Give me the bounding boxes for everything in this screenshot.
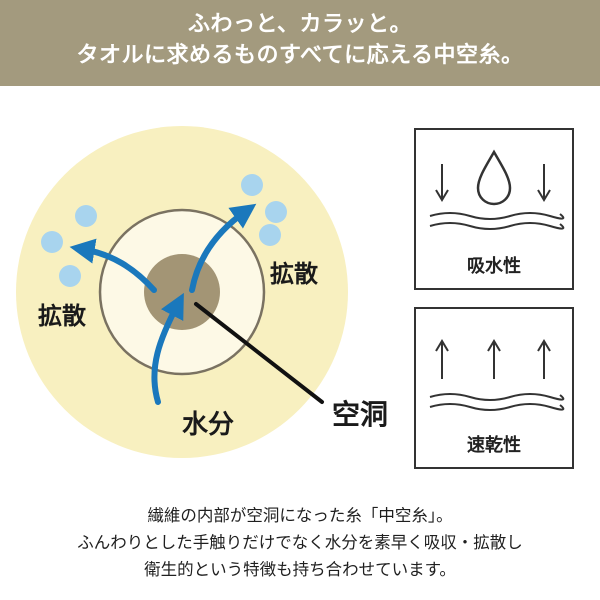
wave-lines-icon (429, 393, 565, 411)
diffusion-label-left: 拡散 (38, 302, 86, 330)
diffuse-left-arrow (69, 238, 157, 293)
water-absorption-box: 吸水性 (414, 128, 574, 290)
hollow-leader-line (194, 302, 324, 404)
water-droplet (59, 265, 81, 287)
header-title-line-1: ふわっと、カラッと。 (187, 12, 413, 37)
water-droplet (75, 205, 97, 227)
description-caption: 繊維の内部が空洞になった糸「中空糸」。 ふんわりとした手触りだけでなく水分を素早… (0, 502, 600, 583)
caption-line-1: 繊維の内部が空洞になった糸「中空糸」。 (147, 506, 453, 525)
header-banner: ふわっと、カラッと。 タオルに求めるものすべてに応える中空糸。 (0, 0, 600, 86)
water-droplet (265, 201, 287, 223)
wave-lines-icon (429, 212, 565, 230)
hollow-label: 空洞 (332, 398, 389, 431)
up-arrow-icon (487, 339, 501, 379)
caption-line-3: 衛生的という特徴も持ち合わせています。 (144, 560, 456, 579)
water-droplet (259, 224, 281, 246)
water-inflow-arrow (151, 292, 184, 405)
water-droplet (241, 174, 263, 196)
up-arrow-icon (435, 339, 449, 379)
caption-line-2: ふんわりとした手触りだけでなく水分を素早く吸収・拡散し (77, 533, 523, 552)
water-drop-icon (476, 149, 512, 206)
header-title-line-2: タオルに求めるものすべてに応える中空糸。 (76, 43, 524, 68)
up-arrow-icon (537, 339, 551, 379)
water-label: 水分 (182, 410, 235, 440)
quick-dry-box: 速乾性 (414, 307, 574, 469)
water-absorption-label: 吸水性 (467, 256, 521, 277)
diffuse-right-arrow (189, 203, 257, 293)
water-droplet (41, 231, 63, 253)
down-arrow-icon (435, 164, 449, 202)
diffusion-label-right: 拡散 (270, 260, 318, 288)
quick-dry-label: 速乾性 (467, 435, 521, 456)
down-arrow-icon (537, 164, 551, 202)
